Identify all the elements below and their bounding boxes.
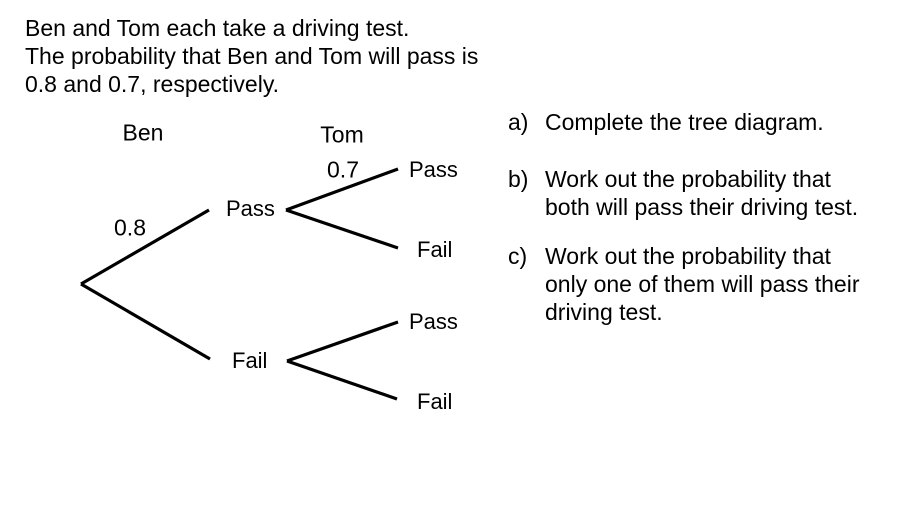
question-a-label: a): [508, 109, 529, 135]
question-b-line-1: Work out the probability that: [545, 166, 831, 192]
question-a: a) Complete the tree diagram.: [508, 108, 824, 136]
question-c-line-3: driving test.: [545, 299, 663, 325]
question-b-line-2: both will pass their driving test.: [545, 194, 859, 220]
branch-tom-pass-after-fail: [286, 320, 399, 363]
node-ben-fail: Fail: [232, 348, 268, 373]
branch-ben-fail: [80, 282, 211, 361]
tree-header-tom: Tom: [320, 121, 364, 148]
question-a-text: Complete the tree diagram.: [545, 108, 824, 136]
problem-line-1: Ben and Tom each take a driving test.: [25, 15, 410, 41]
question-c-line-1: Work out the probability that: [545, 243, 831, 269]
question-c-text: Work out the probability that only one o…: [545, 242, 860, 326]
branch-tom-fail-after-pass: [285, 208, 399, 250]
question-b-text: Work out the probability that both will …: [545, 165, 858, 221]
question-c-label: c): [508, 243, 528, 269]
node-tom-fail-after-fail: Fail: [417, 389, 453, 414]
node-tom-fail-after-pass: Fail: [417, 237, 453, 262]
probability-ben-pass: 0.8: [114, 214, 146, 241]
probability-tom-pass: 0.7: [327, 156, 359, 183]
question-b-label: b): [508, 166, 529, 192]
problem-statement: Ben and Tom each take a driving test. Th…: [25, 14, 478, 98]
question-c-line-2: only one of them will pass their: [545, 271, 860, 297]
problem-line-3: 0.8 and 0.7, respectively.: [25, 71, 279, 97]
node-tom-pass-after-pass: Pass: [409, 157, 458, 182]
branch-ben-pass: [80, 208, 210, 286]
branch-tom-fail-after-fail: [286, 359, 398, 401]
question-a-line-1: Complete the tree diagram.: [545, 109, 824, 135]
problem-line-2: The probability that Ben and Tom will pa…: [25, 43, 479, 69]
node-ben-pass: Pass: [226, 196, 275, 221]
question-b: b) Work out the probability that both wi…: [508, 165, 858, 221]
node-tom-pass-after-fail: Pass: [409, 309, 458, 334]
question-c: c) Work out the probability that only on…: [508, 242, 860, 326]
tree-header-ben: Ben: [122, 119, 164, 146]
branch-tom-pass-after-pass: [285, 167, 399, 212]
